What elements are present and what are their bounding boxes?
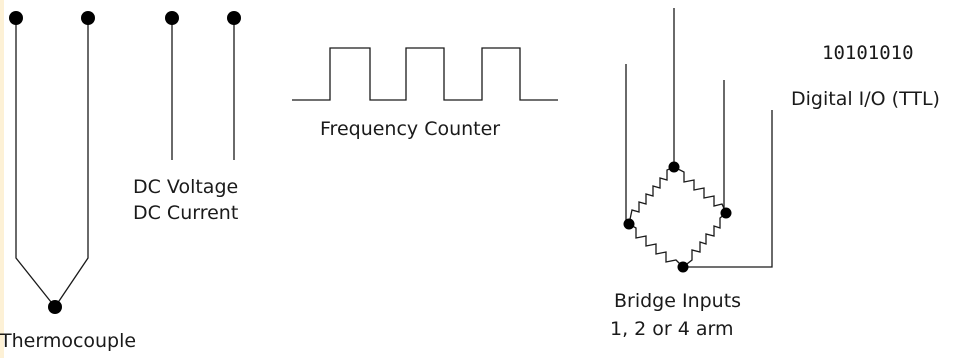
- frequency-counter-label: Frequency Counter: [320, 118, 501, 140]
- dc-terminal-positive: [165, 11, 179, 25]
- square-wave-signal: [292, 47, 558, 101]
- bridge-arms-label: 1, 2 or 4 arm: [610, 318, 734, 340]
- bridge-node-right: [720, 207, 732, 219]
- thermocouple-terminal-1: [9, 11, 23, 25]
- dc-input-wires: [171, 18, 235, 160]
- bridge-resistors: [628, 166, 727, 268]
- left-edge-stripe: [0, 0, 4, 358]
- thermocouple-junction: [48, 300, 62, 314]
- digital-io-label: Digital I/O (TTL): [791, 88, 940, 110]
- thermocouple-terminal-2: [81, 11, 95, 25]
- binary-pattern-text: 10101010: [822, 42, 914, 64]
- bridge-node-bottom: [677, 261, 689, 273]
- thermocouple-label: Thermocouple: [0, 330, 137, 352]
- bridge-lead-wires: [625, 8, 773, 268]
- dc-voltage-label: DC Voltage: [133, 176, 239, 198]
- bridge-inputs-label: Bridge Inputs: [614, 290, 742, 312]
- dc-terminal-negative: [227, 11, 241, 25]
- dc-current-label: DC Current: [133, 202, 239, 224]
- thermocouple-wires: [15, 18, 89, 308]
- bridge-node-left: [623, 218, 635, 230]
- bridge-node-top: [668, 161, 680, 173]
